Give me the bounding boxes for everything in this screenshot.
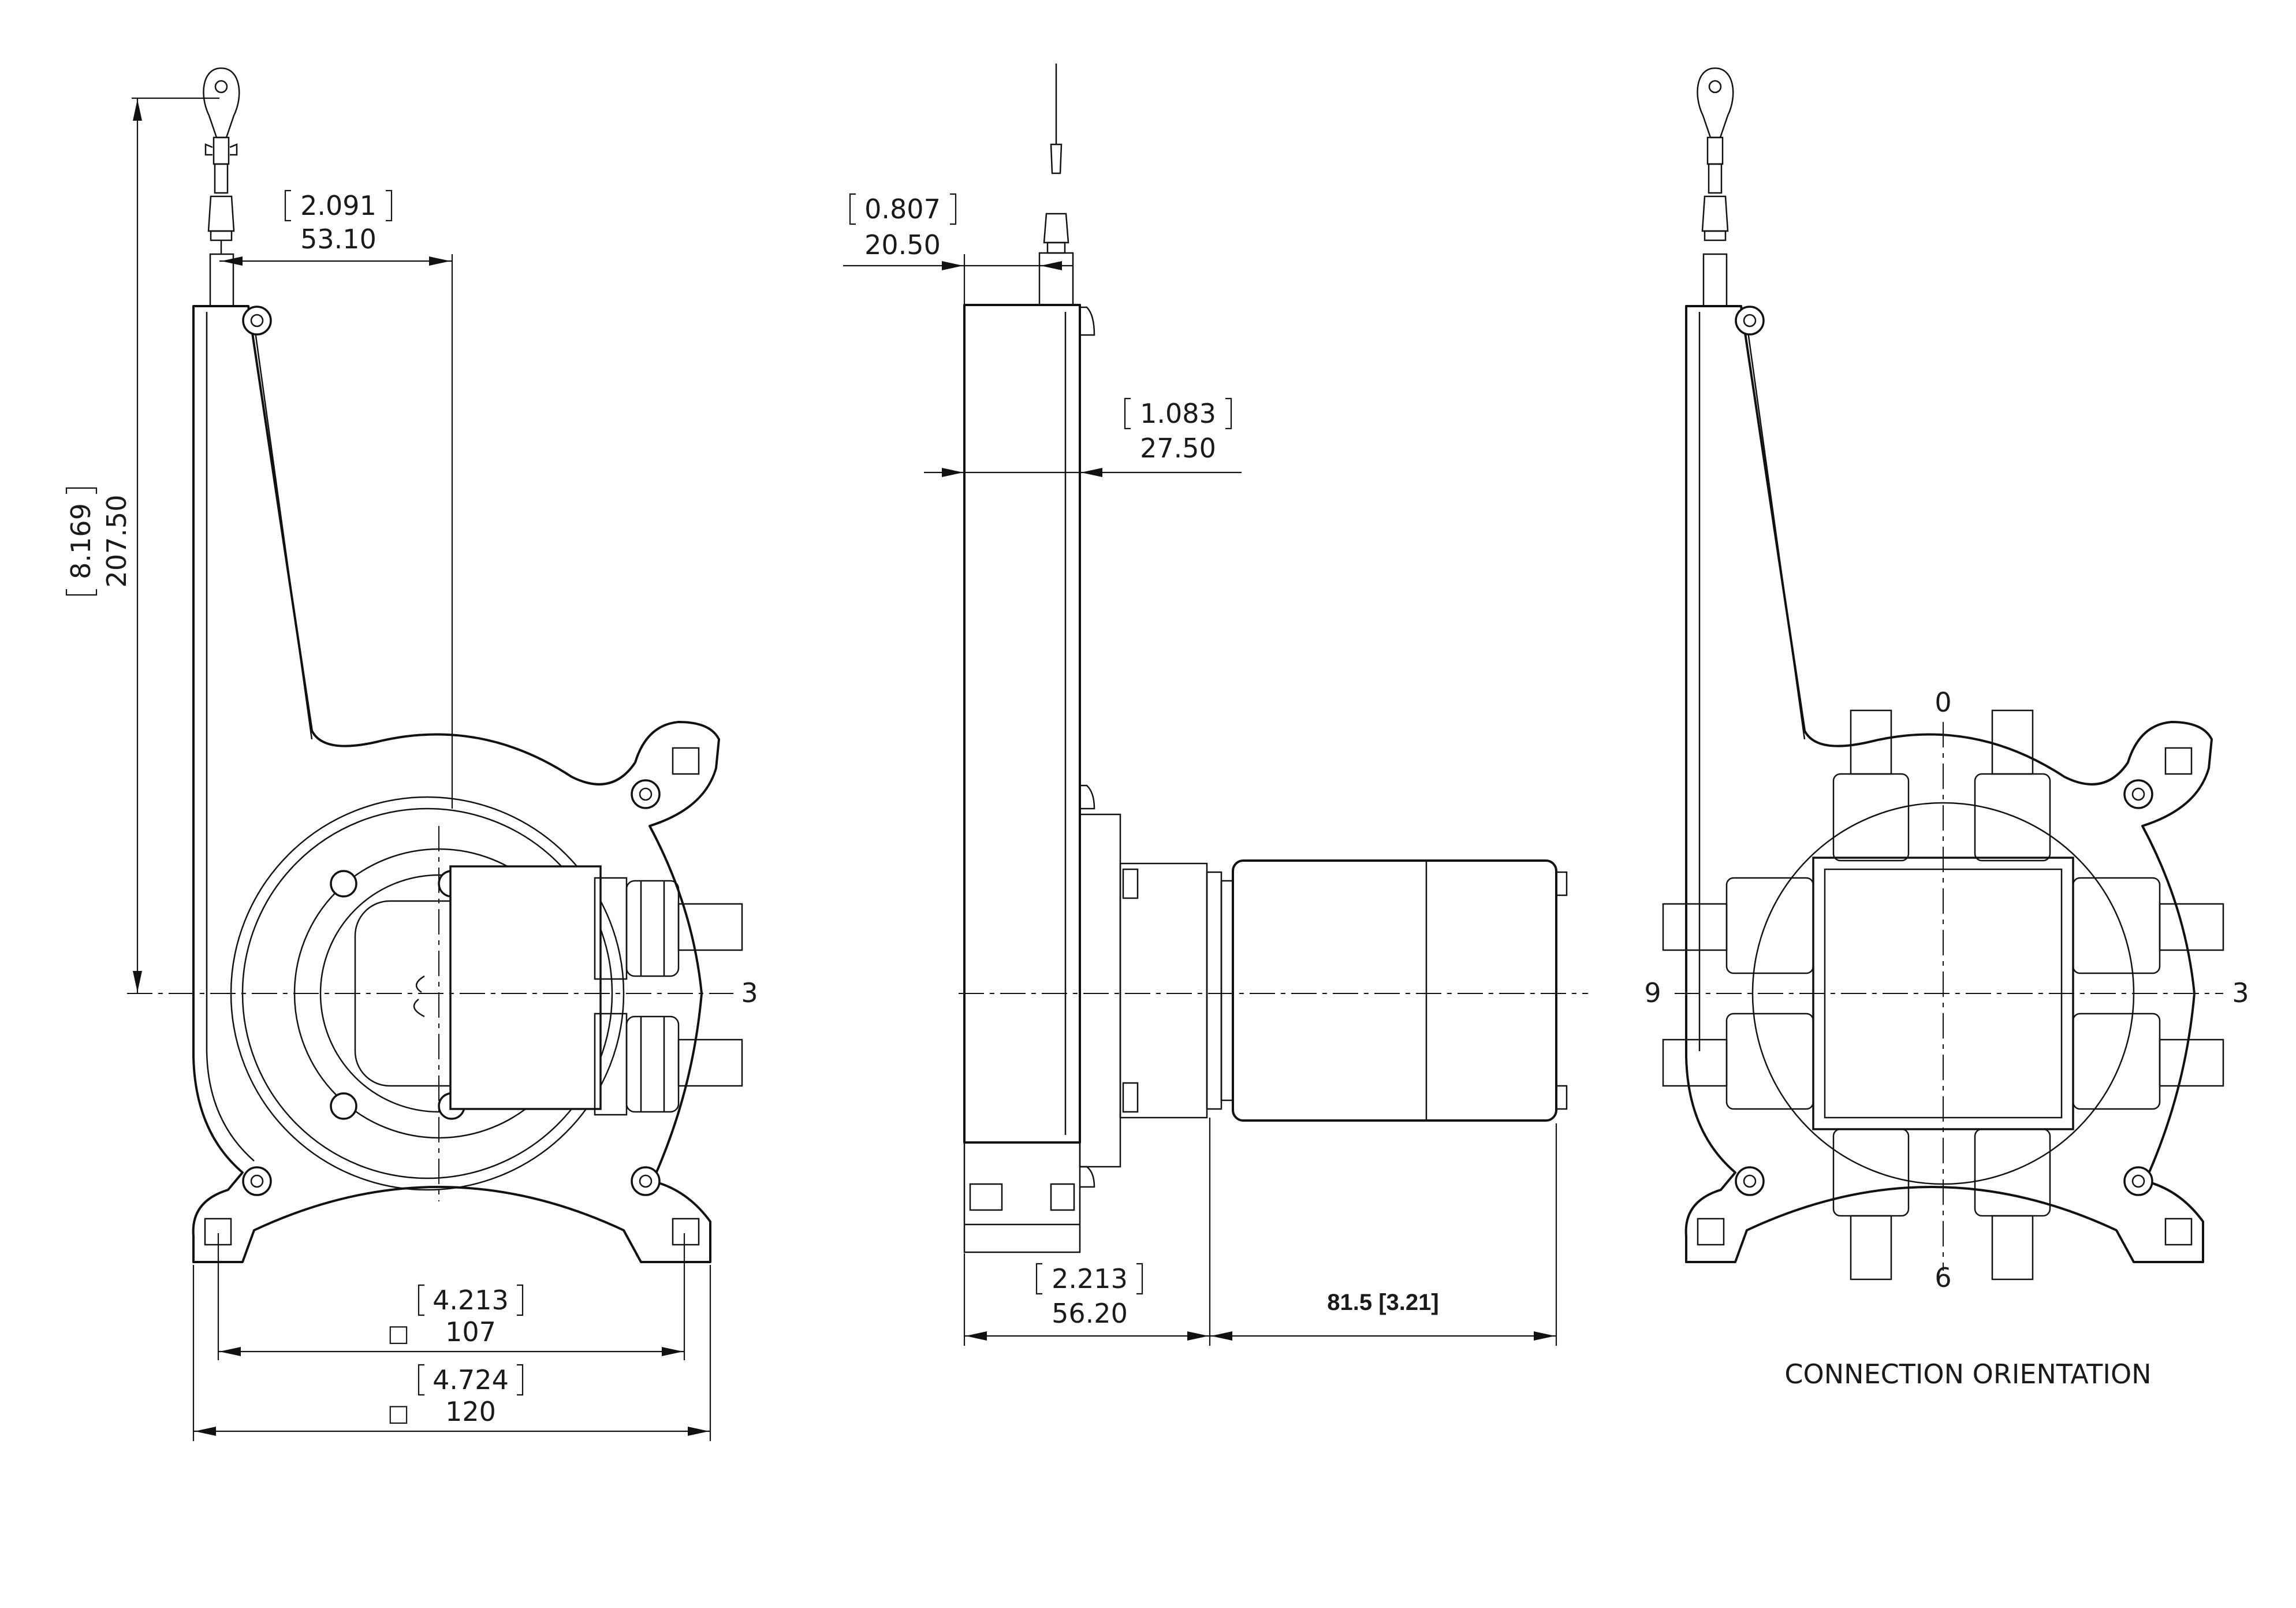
dim-cable-inch: 0.807: [864, 193, 941, 225]
dim-width-mm: 120: [445, 1396, 496, 1427]
orientation-label-6: 6: [1935, 1262, 1951, 1293]
dim-flange-inch: 4.213: [433, 1285, 509, 1316]
orientation-label-3: 3: [2232, 977, 2249, 1008]
dim-body-mm: 27.50: [1140, 433, 1216, 464]
square-symbol: □: [387, 1320, 409, 1347]
dim-top-mm: 53.10: [300, 224, 377, 255]
dim-depth-inch: 2.213: [1052, 1263, 1128, 1294]
housing-side: [963, 304, 1081, 1144]
dim-height-mm: 207.50: [101, 495, 132, 588]
cable-hook-icon: [203, 67, 240, 254]
dim-body-inch: 1.083: [1140, 398, 1216, 429]
dim-encoder-length: 81.5 [3.21]: [1327, 1290, 1438, 1315]
side-view: 0.807 20.50 1.083 27.50 2.213 56.20 81.5…: [843, 64, 1588, 1346]
housing-outline: [192, 305, 720, 1263]
cable-hook-icon: [1697, 67, 1734, 241]
dim-depth-mm: 56.20: [1052, 1298, 1128, 1329]
housing-outline: [1684, 305, 2213, 1263]
encoder-body: [1232, 859, 1557, 1122]
dim-flange-mm: 107: [445, 1316, 496, 1348]
connector-label-3: 3: [741, 977, 758, 1008]
dim-top-inch: 2.091: [300, 190, 377, 221]
connector-block: [449, 865, 602, 1110]
square-symbol: □: [387, 1400, 409, 1427]
orientation-label-0: 0: [1935, 687, 1951, 718]
dim-cable-mm: 20.50: [864, 229, 941, 260]
connection-orientation-view: 0 3 6 9 CONNECTION ORIENTATION: [1644, 67, 2249, 1390]
dim-width-inch: 4.724: [433, 1364, 509, 1395]
caption-connection-orientation: CONNECTION ORIENTATION: [1784, 1358, 2151, 1390]
front-view: 2.091 53.10 8.169 207.50 3 4.213 □ 107 4…: [65, 67, 758, 1441]
orientation-label-9: 9: [1644, 977, 1661, 1008]
dim-height-inch: 8.169: [65, 503, 96, 579]
